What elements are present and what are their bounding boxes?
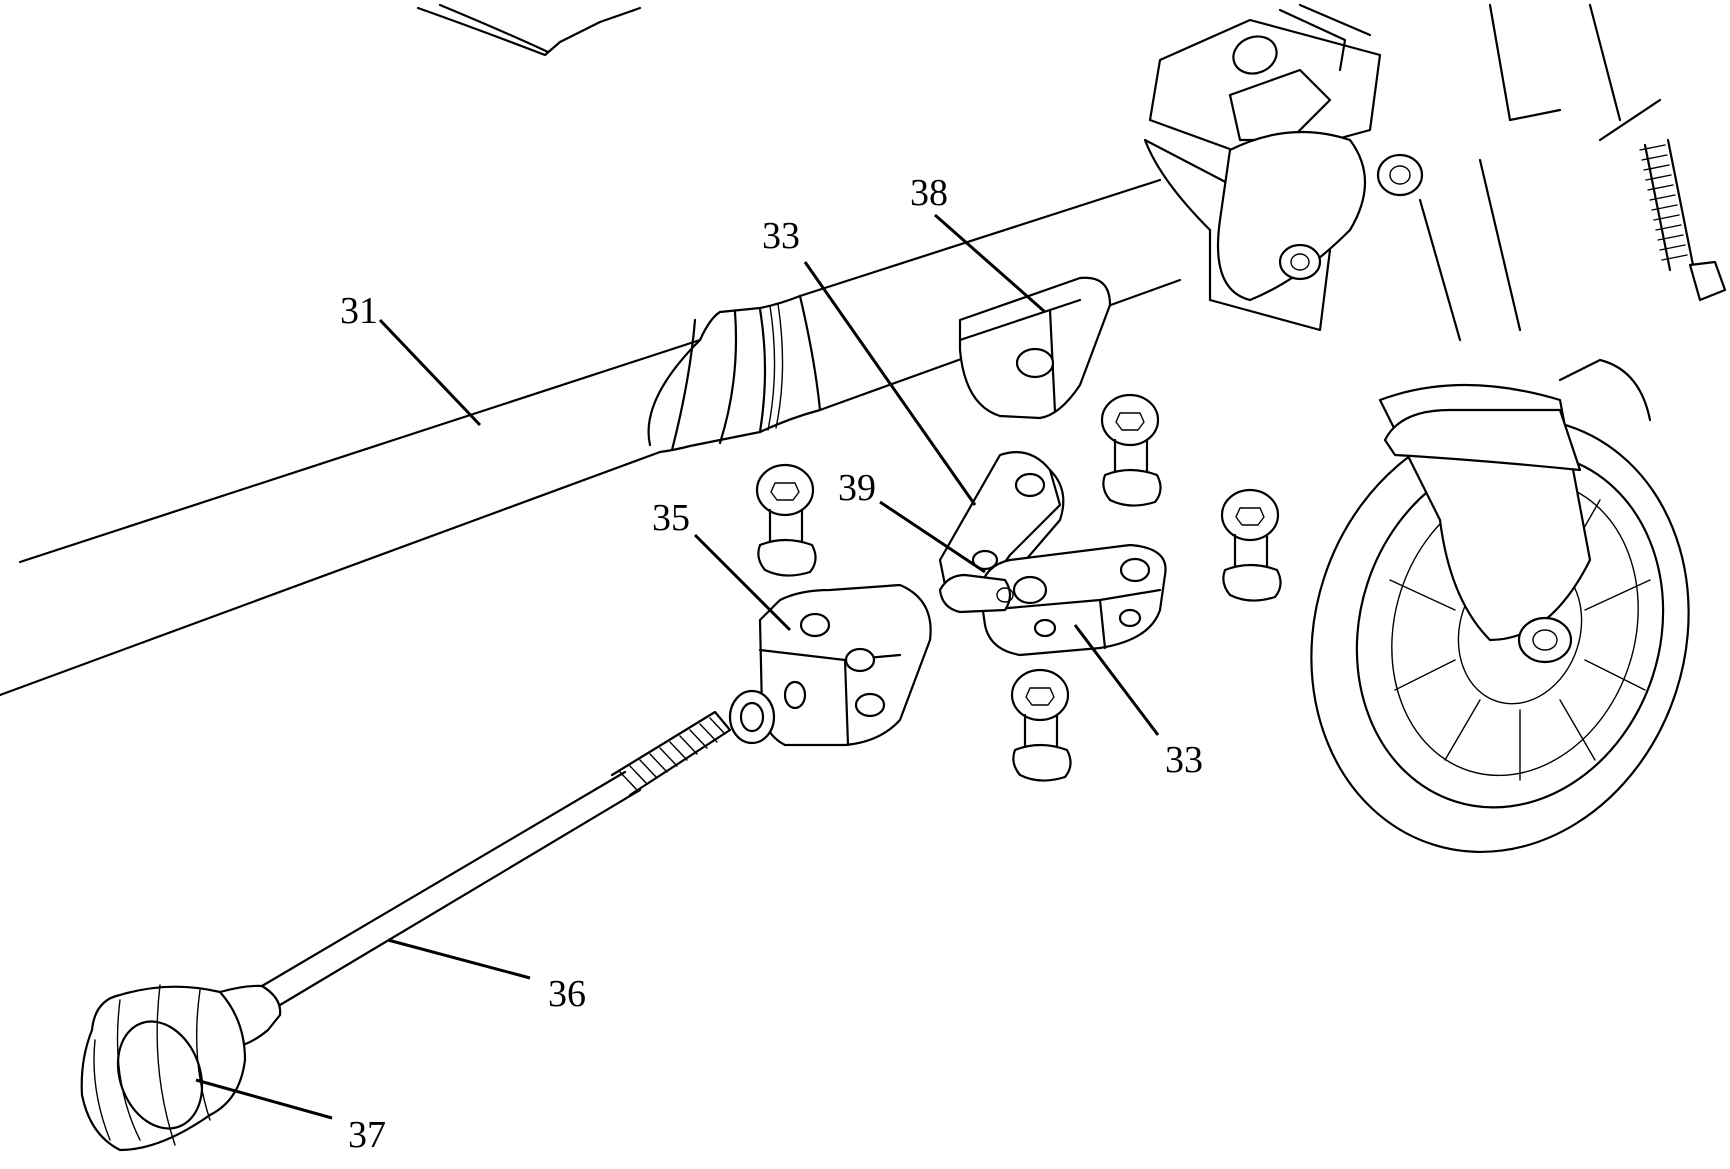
label-36: 36 bbox=[548, 973, 586, 1015]
washer bbox=[730, 691, 774, 743]
bolt-right bbox=[1222, 490, 1281, 601]
leader-38 bbox=[935, 215, 1045, 312]
pin-39 bbox=[940, 575, 1013, 612]
label-31: 31 bbox=[340, 290, 378, 332]
wheel bbox=[1256, 360, 1730, 901]
label-39: 39 bbox=[838, 467, 876, 509]
folding-joint-assembly bbox=[1145, 5, 1660, 340]
frame-arc-fragment bbox=[418, 5, 640, 55]
leader-33-upper bbox=[805, 262, 975, 505]
label-38: 38 bbox=[910, 172, 948, 214]
part-38-block bbox=[960, 278, 1110, 418]
label-37: 37 bbox=[348, 1114, 386, 1156]
label-35: 35 bbox=[652, 497, 690, 539]
label-33-lower: 33 bbox=[1165, 739, 1203, 781]
bolt-upper-right bbox=[1102, 395, 1161, 506]
part-35-block bbox=[760, 585, 931, 745]
leader-31 bbox=[380, 320, 480, 425]
bolt-bottom bbox=[1012, 670, 1071, 781]
threaded-rod-36 bbox=[262, 712, 730, 1005]
knob-37 bbox=[82, 985, 280, 1150]
leader-36 bbox=[388, 940, 530, 978]
bolt-left bbox=[757, 465, 816, 576]
label-33-upper: 33 bbox=[762, 215, 800, 257]
spring bbox=[1640, 140, 1725, 300]
